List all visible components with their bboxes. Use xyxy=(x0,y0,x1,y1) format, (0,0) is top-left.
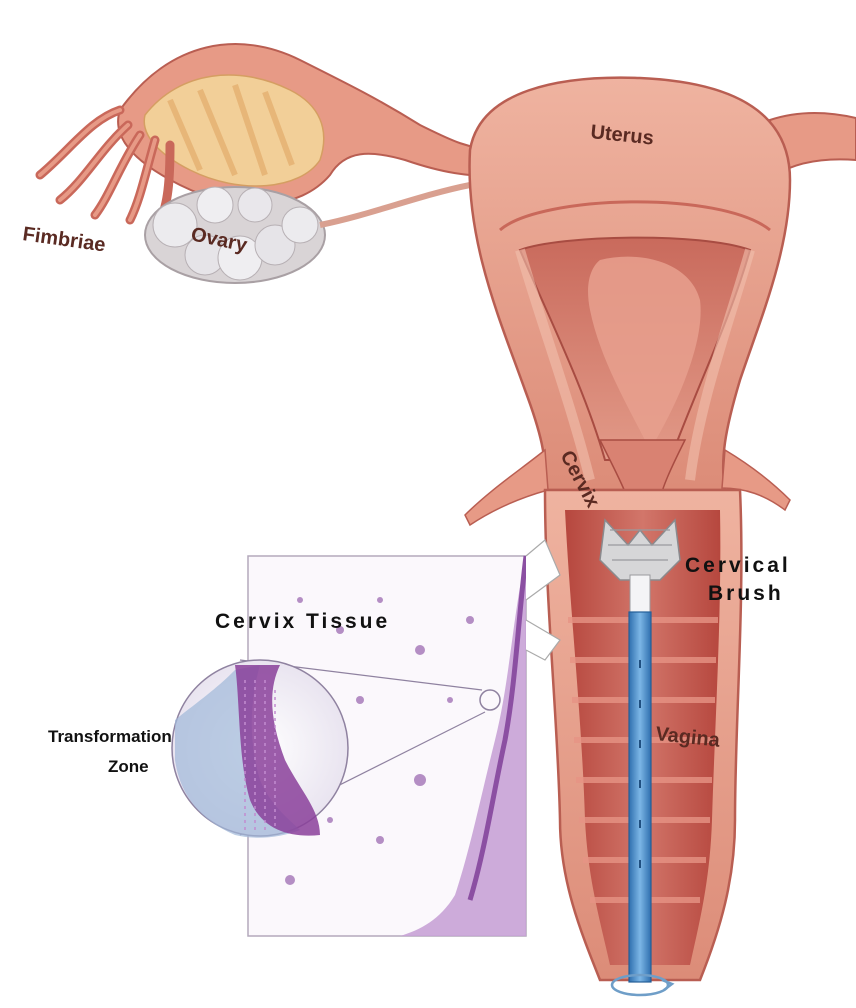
left-fallopian-tube xyxy=(118,44,505,205)
transformation-zone-label-line1: Transformation xyxy=(48,727,172,746)
cervical-brush-label-line1: Cervical xyxy=(685,554,791,577)
transformation-zone-label-line2: Zone xyxy=(108,757,149,776)
transformation-zone-lens xyxy=(172,660,348,838)
cervical-brush-label-line2: Brush xyxy=(708,582,784,605)
cervix-tissue-label: Cervix Tissue xyxy=(215,610,390,633)
fimbriae-label: Fimbriae xyxy=(21,223,107,256)
